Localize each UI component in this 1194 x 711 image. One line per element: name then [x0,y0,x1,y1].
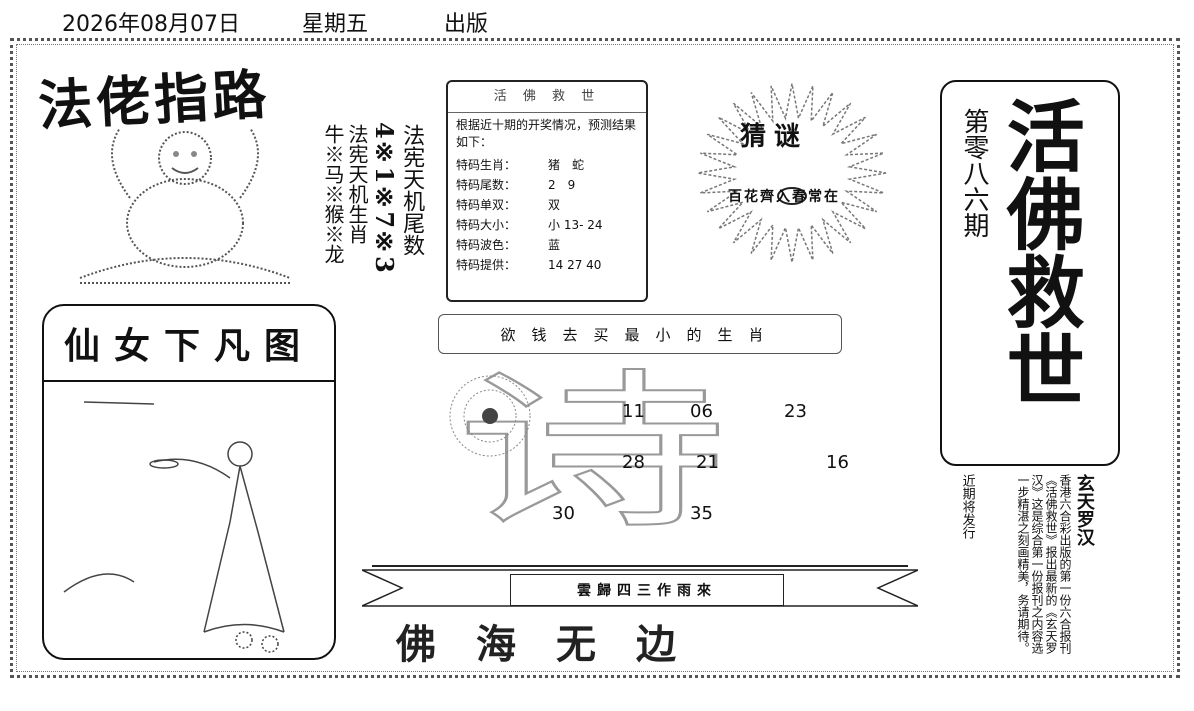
forecast-row: 特码单双： 双 [448,195,646,215]
grid-number: 23 [784,401,807,422]
grid-number: 16 [826,452,849,473]
forecast-row: 特码尾数： 2 9 [448,175,646,195]
fairy-illustration [63,401,285,653]
forecast-box: 活 佛 救 世 根据近十期的开奖情况，预测结果如下： 特码生肖： 猪 蛇特码尾数：… [446,80,648,302]
right-notes-title: 玄天罗汉 [1073,474,1095,546]
forecast-row-label: 特码提供： [456,258,517,272]
forecast-row-label: 特码尾数： [456,178,517,192]
publication-label: 出版 [444,12,489,37]
grid-number: 21 [696,452,719,473]
publication-weekday: 星期五 [301,12,368,37]
main-title: 活佛救世 [993,96,1085,408]
forecast-row-value: 猪 蛇 [548,158,585,172]
tail-number-label: 法宪天机尾数 [399,124,425,256]
fairy-panel: 仙女下凡图 [42,304,336,660]
forecast-row-label: 特码大小： [456,218,517,232]
bottom-banner: 佛海无边 [396,621,716,668]
forecast-row-label: 特码生肖： [456,158,517,172]
sun-emblem [449,375,531,457]
inner-frame [16,44,1174,672]
forecast-row-label: 特码单双： [456,198,517,212]
forecast-row: 特码生肖： 猪 蛇 [448,155,646,175]
forecast-row-value: 14 27 40 [548,258,602,272]
fairy-panel-title: 仙女下凡图 [44,306,334,382]
laughing-buddha-illustration [79,127,291,284]
forecast-row-label: 特码波色： [456,238,517,252]
tail-number-values: 4※1※7※3 [370,122,400,273]
right-notes-upcoming: 近期将发行 [959,474,975,539]
grid-number: 28 [622,452,645,473]
issue-number: 第零八六期 [959,108,989,238]
grid-number: 30 [552,503,575,524]
right-title-panel: 第零八六期 活佛救世 [940,80,1120,466]
slogan-bar: 欲钱去买最小的生肖 [438,314,842,354]
outer-frame [10,38,1180,678]
publication-header: 2026年08月07日 星期五 出版 [62,6,488,38]
riddle-text: 百花齊入春常在 [728,189,840,205]
forecast-heading: 活 佛 救 世 [448,82,646,113]
riddle-title: 猜谜 [740,122,809,152]
publication-date: 2026年08月07日 [62,12,240,37]
forecast-row-value: 2 9 [548,178,576,192]
forecast-row: 特码波色： 蓝 [448,235,646,255]
forecast-row: 特码大小： 小 13- 24 [448,215,646,235]
grid-number: 11 [622,401,645,422]
forecast-row-value: 蓝 [548,238,561,252]
forecast-intro: 根据近十期的开奖情况，预测结果如下： [456,118,637,149]
grid-number: 06 [690,401,713,422]
grid-number: 35 [690,503,713,524]
riddle-starburst [697,83,887,263]
forecast-row-value: 双 [548,198,561,212]
forecast-row: 特码提供： 14 27 40 [448,255,646,275]
zodiac-values: 牛※马※猴※龙 [321,124,345,264]
forecast-row-value: 小 13- 24 [548,218,603,232]
ribbon-text: 雲歸四三作雨來 [510,574,784,606]
zodiac-label: 法宪天机生肖 [345,124,369,244]
large-outline-character: 诗 [454,354,729,552]
right-notes-body: 香港六合彩出版的第一份六合报刊《活佛救世》报出最新的《玄天罗汉》这是综合第一份报… [1016,474,1072,654]
